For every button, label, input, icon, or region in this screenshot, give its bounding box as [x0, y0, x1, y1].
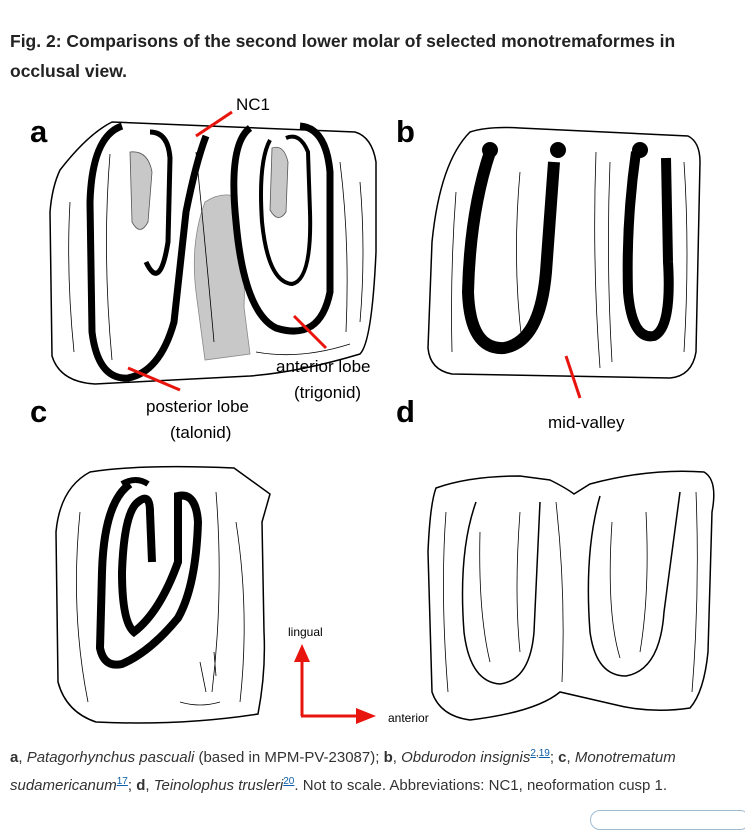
panel-a-posterior-pointer — [127, 366, 181, 392]
caption-d-taxon: Teinolophus trusleri — [153, 777, 284, 794]
panel-a-grey-pocket-1 — [129, 151, 153, 230]
panel-d-posterior-lobe — [461, 501, 541, 685]
panel-a-anterior-pointer — [292, 314, 328, 350]
panel-c-lobe-inner-loop — [120, 477, 150, 487]
caption-d-letter: d — [136, 777, 146, 794]
panel-b-anterior-lobe-enamel — [622, 151, 674, 342]
ref-link-2[interactable]: 2 — [530, 748, 536, 759]
lingual-arrow-head — [294, 644, 310, 662]
panel-c-drawing — [55, 465, 271, 724]
caption-b-taxon: Obdurodon insignis — [401, 749, 531, 766]
panel-b-posterior-lobe-enamel — [461, 150, 560, 355]
panel-a-grey-pocket-2 — [269, 146, 289, 218]
panel-d-outline — [427, 470, 715, 721]
caption-a-note: (based in MPM-PV-23087); — [194, 749, 384, 766]
panel-b-fossette-3 — [632, 142, 648, 158]
panel-a-posterior-lobe-enamel — [86, 122, 210, 382]
panel-a-anterior-lobe-enamel — [230, 122, 334, 335]
label-trigonid: (trigonid) — [294, 383, 361, 402]
caption-b-letter: b — [383, 749, 393, 766]
panel-a-drawing — [49, 110, 377, 392]
panel-a-letter: a — [30, 114, 48, 149]
caption-a-letter: a — [10, 749, 19, 766]
orientation-arrows — [294, 644, 376, 724]
figure-title: Fig. 2: Comparisons of the second lower … — [10, 31, 676, 81]
panel-b-letter: b — [396, 114, 415, 149]
partial-button[interactable] — [590, 810, 745, 830]
caption-a-taxon: Patagorhynchus pascuali — [26, 749, 195, 766]
panel-b-drawing — [427, 126, 701, 399]
caption-c-letter: c — [558, 749, 567, 766]
panel-c-lobe-enamel — [95, 480, 203, 669]
figure-image: a NC1 anterior lobe (trigonid) posterior… — [0, 92, 745, 732]
label-anterior: anterior — [388, 711, 429, 725]
panel-a-contour-lines — [68, 151, 364, 361]
panel-b-fossette-2 — [550, 142, 566, 158]
panel-b-mid-valley-pointer — [564, 355, 582, 399]
panel-d-anterior-lobe — [587, 491, 681, 677]
panel-b-contour-lines — [451, 151, 688, 369]
panel-d-letter: d — [396, 394, 415, 429]
figure-caption: a, Patagorhynchus pascuali (based in MPM… — [10, 748, 676, 795]
label-posterior-lobe: posterior lobe — [146, 397, 249, 416]
panel-b-fossette-1 — [482, 142, 498, 158]
label-lingual: lingual — [288, 625, 323, 639]
caption-c-taxon: Monotrematum sudamericanum — [10, 749, 676, 794]
panel-a-posterior-inner-loop — [143, 129, 173, 276]
panel-d-contour-lines — [443, 491, 698, 693]
ref-link-17[interactable]: 17 — [116, 776, 128, 787]
label-talonid: (talonid) — [170, 423, 231, 442]
panel-c-contour-lines — [76, 491, 245, 706]
label-mid-valley: mid-valley — [548, 413, 625, 432]
anterior-arrow-head — [356, 708, 376, 724]
panel-a-nc1-pointer — [195, 110, 233, 138]
panel-a-anterior-inner-loop — [259, 134, 313, 287]
ref-link-20[interactable]: 20 — [283, 776, 295, 787]
caption-tail: . Not to scale. Abbreviations: NC1, neof… — [294, 777, 668, 794]
panel-c-letter: c — [30, 394, 47, 429]
ref-link-19[interactable]: 19 — [538, 748, 550, 759]
label-nc1: NC1 — [236, 95, 270, 114]
panel-d-drawing — [427, 470, 715, 721]
label-anterior-lobe: anterior lobe — [276, 357, 371, 376]
